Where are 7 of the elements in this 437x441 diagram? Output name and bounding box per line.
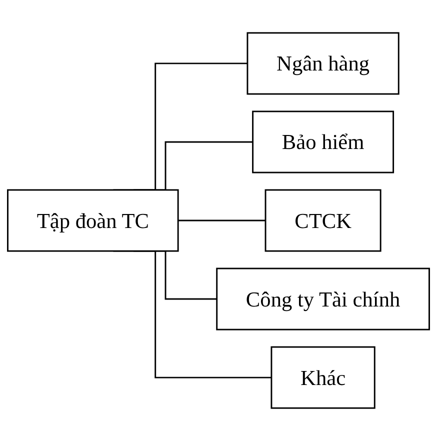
node-box: Tập đoàn TC bbox=[7, 189, 179, 252]
node-box: Công ty Tài chính bbox=[216, 268, 430, 330]
node-box: Khác bbox=[270, 346, 376, 409]
connector bbox=[178, 220, 266, 222]
node-box: Ngân hàng bbox=[246, 32, 400, 95]
node-box: Bảo hiểm bbox=[252, 110, 394, 174]
node-box: CTCK bbox=[264, 189, 382, 252]
